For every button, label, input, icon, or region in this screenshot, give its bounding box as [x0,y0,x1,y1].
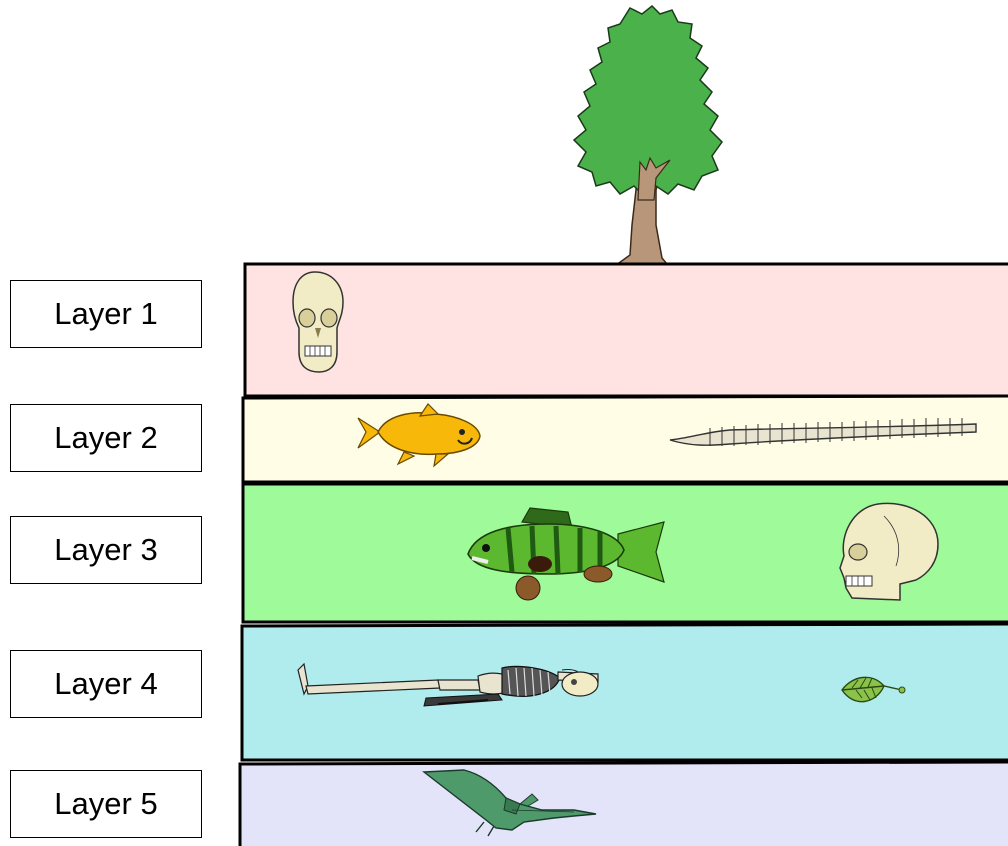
layer-1-band [245,264,1008,396]
layer-2-band [243,396,1008,482]
layer-4-label-text: Layer 4 [54,666,157,702]
skull-front-fossil [293,272,343,372]
layer-5-label-text: Layer 5 [54,786,157,822]
layer-3-label-text: Layer 3 [54,532,157,568]
layer-5-label: Layer 5 [10,770,202,838]
layer-4-label: Layer 4 [10,650,202,718]
layer-1-label: Layer 1 [10,280,202,348]
layer-2-label: Layer 2 [10,404,202,472]
layer-1-label-text: Layer 1 [54,296,157,332]
layer-3-label: Layer 3 [10,516,202,584]
layer-2-label-text: Layer 2 [54,420,157,456]
layer-5-band [240,762,1008,846]
